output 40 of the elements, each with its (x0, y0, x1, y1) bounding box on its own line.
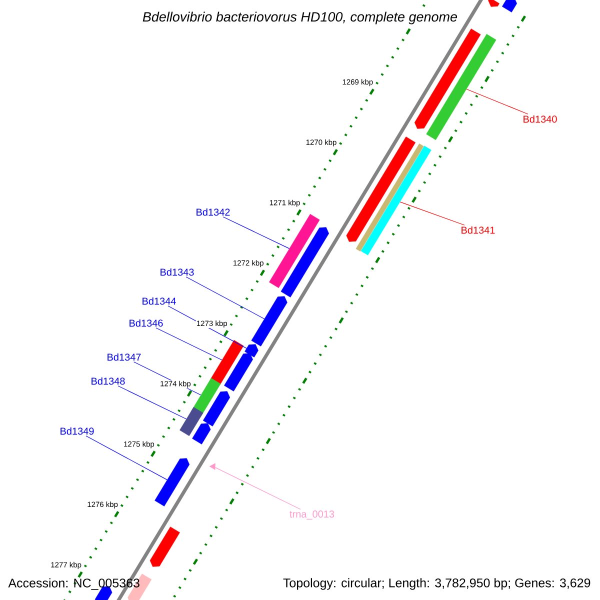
gene-block (224, 353, 253, 392)
gene-label: Bd1349 (60, 427, 94, 435)
gene-label: Bd1342 (196, 208, 230, 216)
gene-block (502, 0, 517, 12)
gene-block (154, 458, 190, 506)
gene-block (346, 136, 416, 242)
trna-triangle (209, 463, 216, 470)
gene-block (414, 28, 481, 129)
gene-block (356, 144, 424, 252)
gene-block (202, 391, 230, 426)
gene-block (210, 340, 244, 386)
leader-line (156, 328, 222, 360)
gene-block (244, 344, 258, 358)
gene-block (150, 526, 180, 567)
leader-line (186, 276, 265, 320)
leader-line (400, 202, 465, 226)
leader-line (86, 436, 168, 480)
gene-label: Bd1340 (524, 115, 557, 123)
leader-line (222, 216, 290, 249)
gene-block (192, 423, 211, 444)
leader-line (215, 467, 301, 510)
info-text: Topology: circular; Length: 3,782,950 bp; Genes: 3,629 (283, 578, 590, 590)
leader-line (466, 88, 528, 114)
gene-block (426, 34, 496, 140)
gene-label: Bd1348 (92, 377, 125, 385)
gene-block (180, 407, 204, 436)
gene-block (280, 227, 329, 298)
gene-block (488, 0, 500, 7)
leader-line (118, 386, 187, 420)
gene-block (251, 296, 288, 346)
title: Bdellovibrio bacteriovorus HD100, complete genome (140, 10, 460, 26)
gene-label: Bd1341 (462, 226, 495, 234)
gene-label: Bd1344 (142, 297, 176, 305)
gene-block (360, 146, 432, 256)
gene-label: Bd1346 (130, 319, 163, 327)
info-text: Accession: NC_005363 (8, 578, 140, 590)
gene-block (269, 214, 320, 288)
gene-label: Bd1343 (160, 268, 194, 276)
gene-label: trna_0013 (290, 510, 334, 520)
gene-label: Bd1347 (108, 353, 141, 361)
